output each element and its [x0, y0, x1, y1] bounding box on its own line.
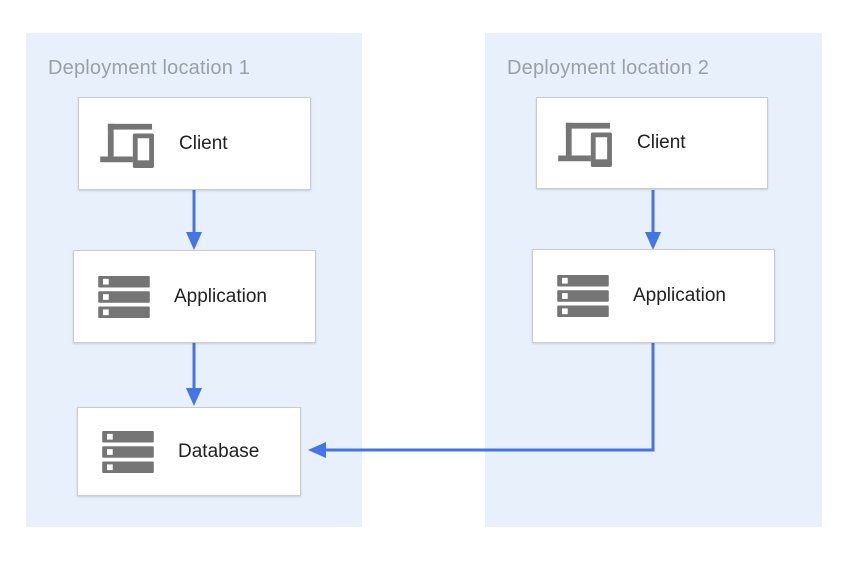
- server-stack-icon: [554, 275, 612, 317]
- node-application-location1: Application: [73, 250, 316, 343]
- node-label: Application: [174, 285, 267, 307]
- node-application-location2: Application: [532, 249, 775, 343]
- server-stack-icon: [99, 430, 157, 473]
- client-devices-icon: [558, 119, 616, 167]
- region-label: Deployment location 1: [48, 57, 251, 79]
- node-client-location1: Client: [78, 97, 311, 190]
- node-label: Client: [637, 132, 686, 153]
- node-label: Client: [179, 132, 228, 154]
- region-label: Deployment location 2: [507, 57, 710, 79]
- node-label: Database: [178, 440, 260, 462]
- node-label: Application: [633, 285, 726, 306]
- node-client-location2: Client: [536, 97, 768, 189]
- client-devices-icon: [100, 120, 158, 168]
- server-stack-icon: [95, 275, 153, 318]
- node-database-location1: Database: [77, 407, 301, 496]
